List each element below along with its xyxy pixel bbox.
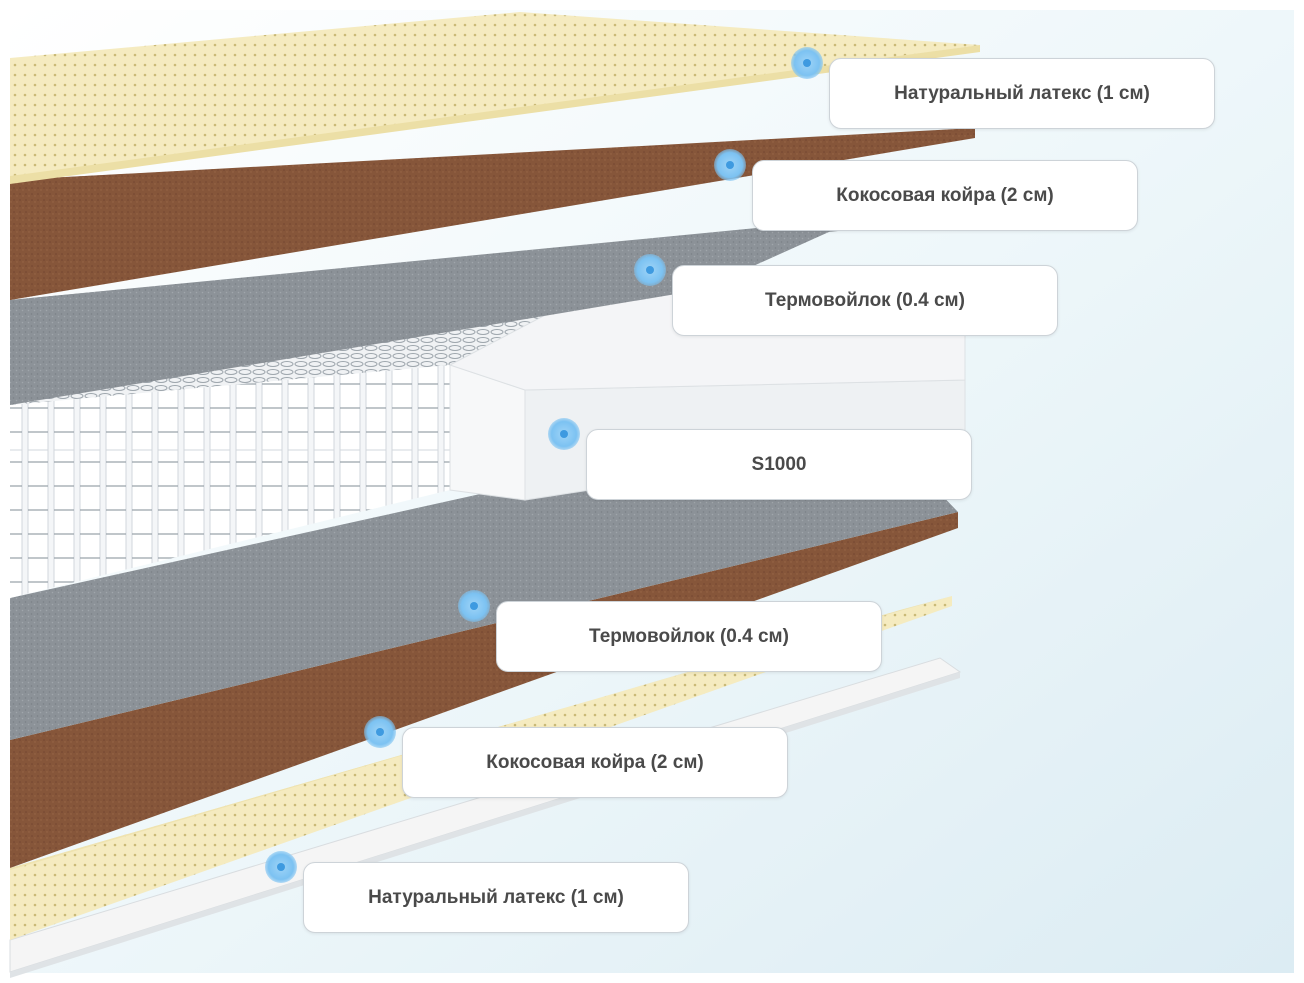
- springs-block: [10, 365, 450, 598]
- latex-top-layer: [10, 12, 980, 180]
